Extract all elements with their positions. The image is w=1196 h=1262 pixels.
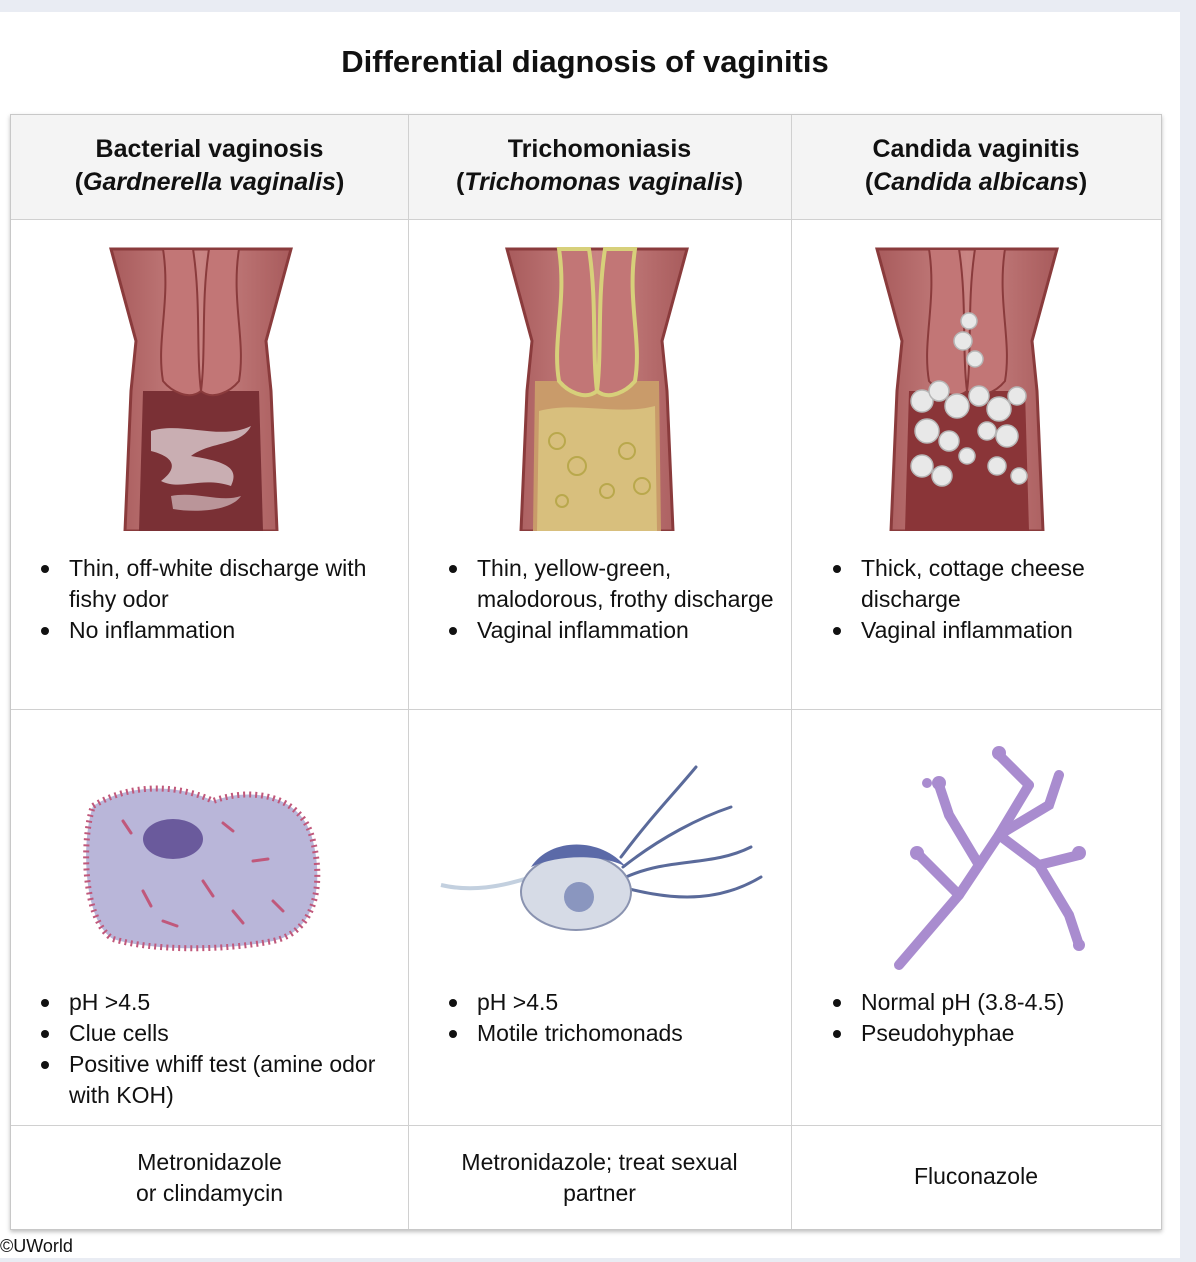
list-item: pH >4.5 <box>445 987 775 1018</box>
header-organism: (Trichomonas vaginalis) <box>455 168 744 196</box>
copyright-credit: ©UWorld <box>0 1236 73 1256</box>
header-trichomoniasis: Trichomoniasis (Trichomonas vaginalis) <box>408 133 791 199</box>
header-name: Candida vaginitis <box>872 135 1080 163</box>
treatment-line: Metronidazole; treat sexual <box>461 1149 738 1175</box>
row-divider <box>11 219 1161 220</box>
list-item: Thin, off-white discharge with fishy odo… <box>37 553 387 615</box>
treatment-line: Metronidazole <box>137 1149 282 1175</box>
page: Differential diagnosis of vaginitis Bact… <box>0 12 1180 1258</box>
list-item: Clue cells <box>37 1018 387 1049</box>
list-item: pH >4.5 <box>37 987 387 1018</box>
list-item: Motile trichomonads <box>445 1018 775 1049</box>
bv-treatment: Metronidazole or clindamycin <box>11 1147 408 1209</box>
trich-findings-list: Thin, yellow-green, malodorous, frothy d… <box>445 553 775 646</box>
treatment-line: or clindamycin <box>136 1180 283 1206</box>
candida-vagina-illustration <box>875 247 1059 531</box>
trichomonad-illustration <box>440 765 763 931</box>
header-candida-vaginitis: Candida vaginitis (Candida albicans) <box>791 133 1161 199</box>
list-item: Thin, yellow-green, malodorous, frothy d… <box>445 553 775 615</box>
column-divider <box>791 115 792 1229</box>
organism-name: Candida albicans <box>873 168 1079 196</box>
organism-name: Gardnerella vaginalis <box>83 168 336 196</box>
list-item: No inflammation <box>37 615 387 646</box>
page-title: Differential diagnosis of vaginitis <box>341 44 829 79</box>
header-bacterial-vaginosis: Bacterial vaginosis (Gardnerella vaginal… <box>11 133 408 199</box>
clue-cell-illustration <box>83 785 321 952</box>
list-item: Vaginal inflammation <box>829 615 1154 646</box>
trich-labs-list: pH >4.5 Motile trichomonads <box>445 987 775 1049</box>
row-divider <box>11 1125 1161 1126</box>
bv-findings-list: Thin, off-white discharge with fishy odo… <box>37 553 387 646</box>
pseudohyphae-illustration <box>894 746 1086 970</box>
column-divider <box>408 115 409 1229</box>
header-name: Trichomoniasis <box>507 135 692 163</box>
bv-labs-list: pH >4.5 Clue cells Positive whiff test (… <box>37 987 387 1111</box>
candida-treatment: Fluconazole <box>791 1161 1161 1192</box>
candida-labs-list: Normal pH (3.8-4.5) Pseudohyphae <box>829 987 1154 1049</box>
header-organism: (Candida albicans) <box>864 168 1088 196</box>
treatment-line: Fluconazole <box>913 1163 1039 1189</box>
header-organism: (Gardnerella vaginalis) <box>74 168 345 196</box>
header-name: Bacterial vaginosis <box>95 135 324 163</box>
row-divider <box>11 709 1161 710</box>
bv-vagina-illustration <box>109 247 293 531</box>
table-header <box>11 115 1161 219</box>
diagnosis-table: Bacterial vaginosis (Gardnerella vaginal… <box>10 114 1162 1230</box>
list-item: Thick, cottage cheese discharge <box>829 553 1154 615</box>
trich-treatment: Metronidazole; treat sexual partner <box>408 1147 791 1209</box>
list-item: Pseudohyphae <box>829 1018 1154 1049</box>
list-item: Normal pH (3.8-4.5) <box>829 987 1154 1018</box>
organism-name: Trichomonas vaginalis <box>464 168 735 196</box>
candida-findings-list: Thick, cottage cheese discharge Vaginal … <box>829 553 1154 646</box>
list-item: Vaginal inflammation <box>445 615 775 646</box>
list-item: Positive whiff test (amine odor with KOH… <box>37 1049 387 1111</box>
trich-vagina-illustration <box>505 247 689 531</box>
treatment-line: partner <box>563 1180 636 1206</box>
